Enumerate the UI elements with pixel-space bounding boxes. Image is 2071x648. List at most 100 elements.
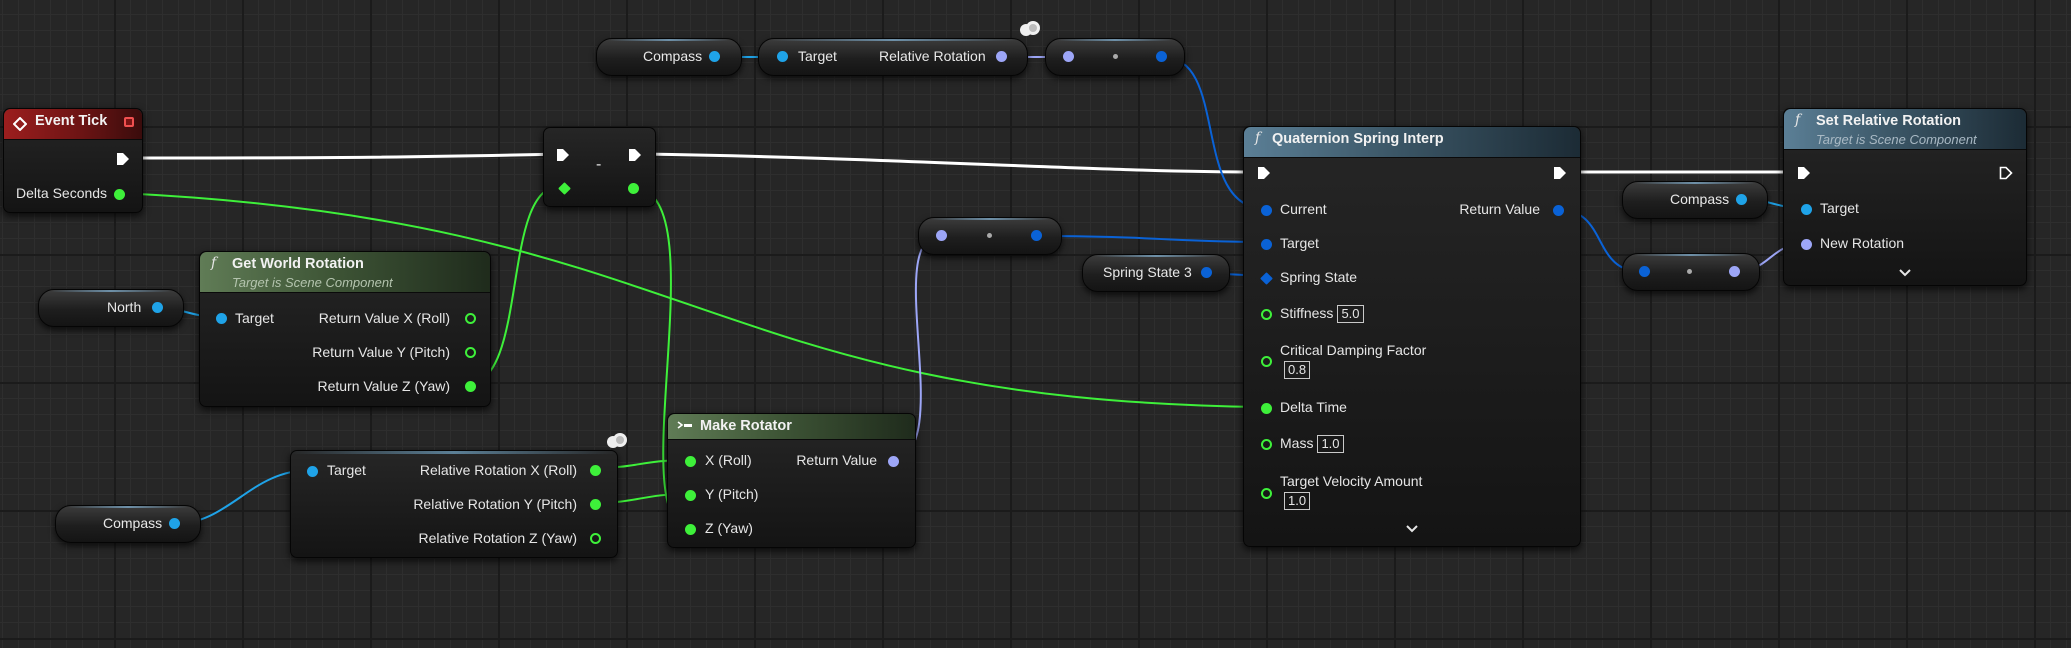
target-velocity-in-pin[interactable] bbox=[1261, 488, 1272, 499]
make-rotator-header[interactable]: Make Rotator bbox=[668, 414, 915, 440]
conversion-node-middle[interactable] bbox=[918, 217, 1062, 255]
relative-rotation-out-pin[interactable] bbox=[996, 51, 1007, 62]
subtract-node[interactable]: - bbox=[543, 127, 656, 207]
damping-label: Critical Damping Factor bbox=[1280, 342, 1427, 358]
exec-in-pin[interactable] bbox=[556, 148, 570, 162]
exec-wire-to-spring-interp bbox=[641, 152, 1258, 174]
target-in-pin[interactable] bbox=[216, 313, 227, 324]
conversion-node-right[interactable] bbox=[1622, 253, 1760, 291]
target-in-pin[interactable] bbox=[777, 51, 788, 62]
event-tick-node[interactable]: Event Tick Delta Seconds bbox=[3, 108, 143, 213]
a-in-pin[interactable] bbox=[558, 182, 571, 195]
chevron-down-icon[interactable] bbox=[1406, 525, 1418, 533]
compass-out-pin[interactable] bbox=[709, 51, 720, 62]
quat-out-pin[interactable] bbox=[1031, 230, 1042, 241]
make-struct-icon bbox=[677, 421, 692, 429]
stiffness-text: Stiffness bbox=[1280, 305, 1334, 321]
compass-getter-top[interactable]: Compass bbox=[596, 38, 742, 76]
exec-out-pin[interactable] bbox=[1553, 166, 1567, 180]
rotator-in-pin[interactable] bbox=[936, 230, 947, 241]
stiffness-value-field[interactable]: 5.0 bbox=[1337, 305, 1364, 323]
spring-state-label: Spring State 3 bbox=[1103, 264, 1192, 280]
target-velocity-field-wrap: 1.0 bbox=[1280, 492, 1311, 510]
get-world-rotation-node[interactable]: f Get World Rotation Target is Scene Com… bbox=[199, 251, 491, 407]
target-velocity-label: Target Velocity Amount bbox=[1280, 473, 1423, 489]
exec-out-pin[interactable] bbox=[628, 148, 642, 162]
make-rotator-node[interactable]: Make Rotator X (Roll) Return Value Y (Pi… bbox=[667, 413, 916, 548]
rotator-out-pin[interactable] bbox=[1729, 266, 1740, 277]
rel-roll-pin[interactable] bbox=[590, 465, 601, 476]
return-pitch-pin[interactable] bbox=[465, 347, 476, 358]
target-label: Target bbox=[1280, 235, 1319, 251]
get-world-rotation-header[interactable]: f Get World Rotation Target is Scene Com… bbox=[200, 252, 490, 293]
mass-text: Mass bbox=[1280, 435, 1314, 451]
rel-pitch-pin[interactable] bbox=[590, 499, 601, 510]
yaw-in-pin[interactable] bbox=[685, 524, 696, 535]
event-delegate-icon[interactable] bbox=[124, 117, 134, 127]
spring-state-getter[interactable]: Spring State 3 bbox=[1082, 254, 1230, 292]
event-tick-header[interactable]: Event Tick bbox=[4, 109, 142, 140]
quaternion-spring-interp-title: Quaternion Spring Interp bbox=[1272, 131, 1444, 147]
mass-value-field[interactable]: 1.0 bbox=[1317, 435, 1344, 453]
get-relative-rotation-node[interactable]: Target Relative Rotation bbox=[758, 38, 1028, 76]
quat-in-pin[interactable] bbox=[1639, 266, 1650, 277]
compass-label: Compass bbox=[103, 515, 163, 531]
cloud-icon bbox=[607, 433, 627, 448]
quaternion-spring-interp-node[interactable]: f Quaternion Spring Interp Current Retur… bbox=[1243, 126, 1581, 547]
spring-state-out-pin[interactable] bbox=[1201, 267, 1212, 278]
exec-in-pin[interactable] bbox=[1257, 166, 1271, 180]
quaternion-spring-interp-header[interactable]: f Quaternion Spring Interp bbox=[1244, 127, 1580, 158]
return-roll-pin[interactable] bbox=[465, 313, 476, 324]
north-out-pin[interactable] bbox=[152, 302, 163, 313]
delta-time-in-pin[interactable] bbox=[1261, 403, 1272, 414]
return-yaw-pin[interactable] bbox=[465, 381, 476, 392]
return-roll-label: Return Value X (Roll) bbox=[318, 310, 450, 326]
current-label: Current bbox=[1280, 201, 1327, 217]
exec-out-pin[interactable] bbox=[116, 152, 130, 166]
compass-out-pin[interactable] bbox=[169, 518, 180, 529]
set-relative-rotation-node[interactable]: f Set Relative Rotation Target is Scene … bbox=[1783, 108, 2027, 286]
target-in-pin[interactable] bbox=[1261, 239, 1272, 250]
rotator-out-pin[interactable] bbox=[888, 456, 899, 467]
set-relative-rotation-header[interactable]: f Set Relative Rotation Target is Scene … bbox=[1784, 109, 2026, 150]
rel-pitch-label: Relative Rotation Y (Pitch) bbox=[413, 496, 577, 512]
current-in-pin[interactable] bbox=[1261, 205, 1272, 216]
target-in-pin[interactable] bbox=[1801, 204, 1812, 215]
spring-state-in-pin[interactable] bbox=[1260, 272, 1273, 285]
stiffness-in-pin[interactable] bbox=[1261, 309, 1272, 320]
target-in-pin[interactable] bbox=[307, 466, 318, 477]
damping-value-field[interactable]: 0.8 bbox=[1284, 361, 1311, 379]
delta-seconds-pin[interactable] bbox=[114, 189, 125, 200]
compass-out-pin[interactable] bbox=[1736, 194, 1747, 205]
rel-yaw-pin[interactable] bbox=[590, 533, 601, 544]
new-rotation-in-pin[interactable] bbox=[1801, 239, 1812, 250]
set-relative-rotation-title: Set Relative Rotation bbox=[1816, 113, 1962, 129]
target-velocity-value-field[interactable]: 1.0 bbox=[1284, 492, 1311, 510]
chevron-down-icon[interactable] bbox=[1899, 269, 1911, 277]
rotator-in-pin[interactable] bbox=[1063, 51, 1074, 62]
target-label: Target bbox=[798, 48, 837, 64]
break-relative-rotation-node[interactable]: Target Relative Rotation X (Roll) Relati… bbox=[290, 450, 618, 558]
exec-in-pin[interactable] bbox=[1797, 166, 1811, 180]
damping-field-wrap: 0.8 bbox=[1280, 361, 1311, 379]
reroute-dot bbox=[1687, 269, 1692, 274]
rel-yaw-label: Relative Rotation Z (Yaw) bbox=[418, 530, 577, 546]
north-label: North bbox=[107, 299, 142, 315]
quat-out-pin[interactable] bbox=[1156, 51, 1167, 62]
roll-in-pin[interactable] bbox=[685, 456, 696, 467]
compass-label: Compass bbox=[1670, 191, 1730, 207]
reroute-dot bbox=[987, 233, 992, 238]
conversion-node-top[interactable] bbox=[1045, 38, 1185, 76]
pitch-in-pin[interactable] bbox=[685, 490, 696, 501]
compass-getter-bottom[interactable]: Compass bbox=[55, 505, 201, 543]
spring-state-label: Spring State bbox=[1280, 269, 1358, 285]
mass-in-pin[interactable] bbox=[1261, 439, 1272, 450]
result-out-pin[interactable] bbox=[628, 183, 639, 194]
damping-in-pin[interactable] bbox=[1261, 356, 1272, 367]
compass-getter-right[interactable]: Compass bbox=[1622, 181, 1768, 219]
exec-wire-tick-to-sequence bbox=[126, 152, 563, 160]
north-getter[interactable]: North bbox=[38, 289, 184, 327]
return-value-pin[interactable] bbox=[1553, 205, 1564, 216]
exec-out-pin[interactable] bbox=[1999, 166, 2013, 180]
